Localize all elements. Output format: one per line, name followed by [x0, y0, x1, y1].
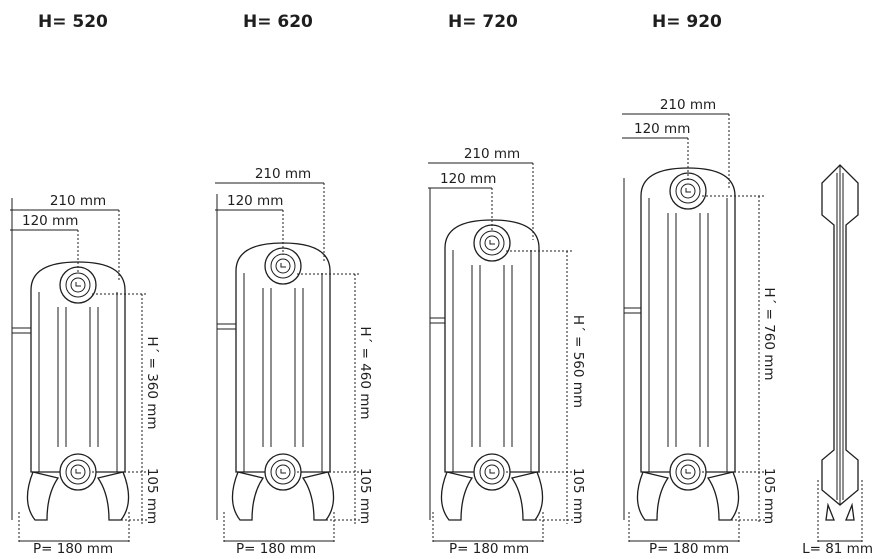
- bottom-plug: [59, 453, 97, 491]
- radiator-model-4: H= 920 210 mm 120 mm H´ = 760 mm 105 mm P= 18…: [622, 12, 777, 557]
- depth-label: P= 180 mm: [649, 541, 729, 557]
- inner-label: 120 mm: [634, 121, 690, 137]
- bottom-label: 105 mm: [144, 468, 160, 524]
- model-title: H= 620: [243, 12, 313, 32]
- right-foot: [96, 471, 130, 521]
- radiator-model-3: H= 720 210 mm 120 mm H´ = 560 mm 105 mm P= 18…: [428, 12, 586, 557]
- left-foot: [231, 471, 265, 521]
- radiator-model-1: H= 520 210 mm 120 mm H´ = 360 mm 105 mm P= 18…: [10, 12, 160, 557]
- depth-label: P= 180 mm: [236, 541, 316, 557]
- depth-label: P= 180 mm: [33, 541, 113, 557]
- height-label: H´ = 460 mm: [357, 326, 373, 419]
- top-plug: [59, 266, 97, 304]
- top-plug: [669, 172, 707, 210]
- height-label: H´ = 760 mm: [761, 287, 777, 380]
- height-label: H´ = 360 mm: [144, 336, 160, 429]
- bottom-plug: [669, 453, 707, 491]
- width-label: 210 mm: [464, 146, 520, 162]
- model-title: H= 920: [652, 12, 722, 32]
- model-title: H= 720: [448, 12, 518, 32]
- right-foot: [510, 471, 544, 521]
- length-label: L= 81 mm: [802, 541, 873, 557]
- width-label: 210 mm: [660, 97, 716, 113]
- depth-label: P= 180 mm: [449, 541, 529, 557]
- bottom-plug: [473, 453, 511, 491]
- inner-label: 120 mm: [227, 193, 283, 209]
- inner-label: 120 mm: [22, 213, 78, 229]
- bottom-plug: [264, 453, 302, 491]
- right-foot: [301, 471, 335, 521]
- height-label: H´ = 560 mm: [570, 315, 586, 408]
- bottom-label: 105 mm: [761, 468, 777, 524]
- left-foot: [26, 471, 60, 521]
- bottom-label: 105 mm: [570, 468, 586, 524]
- width-label: 210 mm: [50, 193, 106, 209]
- inner-label: 120 mm: [440, 171, 496, 187]
- model-title: H= 520: [38, 12, 108, 32]
- width-label: 210 mm: [255, 166, 311, 182]
- side-foot: [825, 502, 835, 521]
- radiator-body: [640, 167, 736, 473]
- bottom-label: 105 mm: [357, 468, 373, 524]
- radiator-model-2: H= 620 210 mm 120 mm H´ = 460 mm 105 mm P= 18…: [215, 12, 373, 557]
- left-foot: [636, 471, 670, 521]
- top-plug: [264, 247, 302, 285]
- right-foot: [706, 471, 740, 521]
- radiator-side-view: L= 81 mm: [802, 164, 873, 557]
- top-plug: [473, 224, 511, 262]
- left-foot: [440, 471, 474, 521]
